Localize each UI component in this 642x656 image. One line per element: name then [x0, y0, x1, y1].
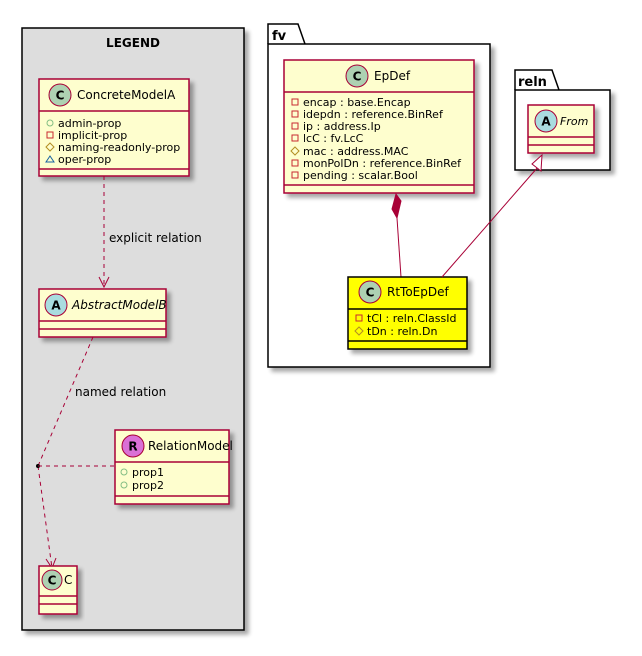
private-visibility-icon [291, 110, 299, 118]
class-epdef[interactable]: C EpDef encap : base.Encap idepdn : refe… [283, 59, 475, 194]
private-visibility-icon [291, 134, 299, 142]
member-idepdn: idepdn : reference.BinRef [303, 108, 444, 121]
member-ip: ip : address.Ip [303, 120, 381, 133]
explicit-relation-edge: explicit relation [98, 176, 202, 289]
abstract-a-icon-letter: A [51, 299, 61, 313]
package-fv-label: fv [272, 29, 287, 44]
class-c-icon-letter: C [366, 286, 375, 300]
legend-title: LEGEND [106, 36, 160, 50]
relation-r-icon [121, 434, 145, 458]
class-abstract-model-b[interactable]: A AbstractModelB [38, 288, 167, 338]
private-visibility-icon [291, 159, 299, 167]
member-pending: pending : scalar.Bool [303, 169, 418, 182]
member-encap: encap : base.Encap [303, 96, 411, 109]
member-mac: mac : address.MAC [303, 145, 409, 158]
public-visibility-icon [46, 119, 54, 127]
member-oper-prop: oper-prop [58, 153, 111, 166]
member-tdn: tDn : reln.Dn [367, 325, 437, 338]
public-visibility-icon [120, 481, 128, 489]
class-name: ConcreteModelA [77, 88, 176, 102]
protected-visibility-icon [290, 146, 300, 156]
private-visibility-icon [291, 122, 299, 130]
class-rttoepdef[interactable]: C RtToEpDef tCl : reln.ClassId tDn : rel… [347, 276, 468, 350]
member-prop1: prop1 [132, 466, 164, 479]
member-admin-prop: admin-prop [58, 117, 121, 130]
inheritance-arrow-head [531, 153, 543, 172]
private-visibility-icon [46, 131, 54, 139]
abstract-a-icon-letter: A [541, 115, 551, 129]
class-c-icon-letter: C [56, 89, 65, 103]
class-from[interactable]: A From [527, 104, 595, 154]
abstract-a-icon [534, 109, 558, 133]
member-prop2: prop2 [132, 479, 164, 492]
class-name: From [560, 115, 588, 128]
public-visibility-icon [120, 468, 128, 476]
relation-r-icon-letter: R [128, 440, 137, 454]
composition-diamond [391, 192, 402, 220]
named-relation-label: named relation [75, 385, 166, 399]
class-name: RtToEpDef [387, 285, 449, 299]
explicit-relation-label: explicit relation [109, 231, 202, 245]
arrow-head [98, 276, 110, 289]
package-visibility-icon [45, 155, 55, 163]
member-monpoldn: monPolDn : reference.BinRef [303, 157, 462, 170]
member-implicit-prop: implicit-prop [58, 129, 127, 142]
package-reln-label: reln [518, 75, 547, 90]
member-tcl: tCl : reln.ClassId [367, 312, 457, 325]
named-relation-edge: named relation [36, 336, 166, 570]
protected-visibility-icon [354, 326, 364, 336]
class-c-icon [358, 280, 382, 304]
generalization-edge [441, 153, 543, 278]
class-c-icon [48, 83, 72, 107]
private-visibility-icon [355, 314, 363, 322]
class-relation-model[interactable]: R RelationModel prop1 prop2 [114, 429, 233, 505]
protected-visibility-icon [45, 142, 55, 152]
member-lcc: lcC : fv.LcC [303, 132, 364, 145]
private-visibility-icon [291, 98, 299, 106]
class-name: AbstractModelB [71, 298, 167, 312]
class-concrete-model-a[interactable]: C ConcreteModelA admin-prop implicit-pro… [38, 78, 190, 177]
class-c-icon [41, 569, 63, 591]
abstract-a-icon [44, 293, 68, 317]
class-c[interactable]: C C [38, 565, 78, 615]
composition-edge [391, 192, 402, 278]
class-name: EpDef [374, 69, 411, 83]
member-naming-readonly-prop: naming-readonly-prop [58, 141, 180, 154]
class-name: RelationModel [148, 439, 233, 453]
class-c-icon-letter: C [353, 70, 362, 84]
class-c-icon-letter: C [48, 574, 57, 588]
class-name: C [64, 573, 72, 587]
class-c-icon [345, 64, 369, 88]
private-visibility-icon [291, 171, 299, 179]
